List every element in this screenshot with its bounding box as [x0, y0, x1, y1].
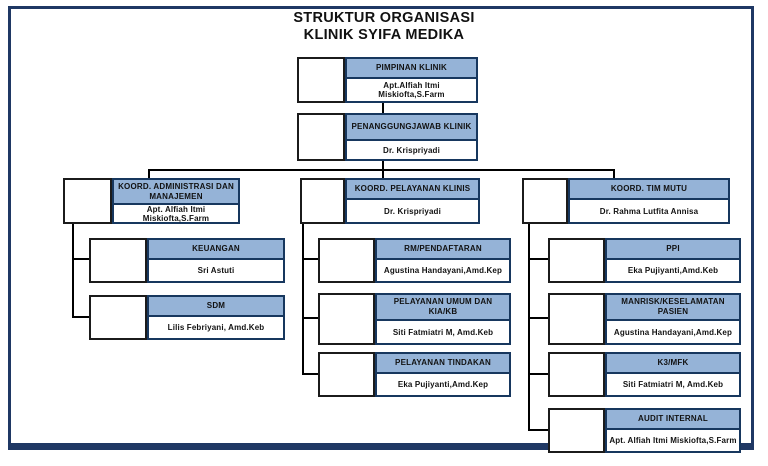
connector-line [382, 161, 384, 171]
connector-line [72, 316, 90, 318]
photo-placeholder-box [548, 238, 605, 283]
org-node-sdm: SDM Lilis Febriyani, Amd.Keb [89, 295, 285, 340]
connector-line [382, 169, 384, 179]
connector-line [528, 373, 548, 375]
connector-line [528, 258, 548, 260]
node-person-name: Agustina Handayani,Amd.Kep [383, 266, 503, 275]
photo-placeholder-box [548, 293, 605, 345]
node-title: KEUANGAN [149, 240, 283, 260]
node-person-name: Eka Pujiyanti,Amd.Kep [397, 380, 489, 389]
photo-placeholder-box [297, 113, 345, 161]
org-node-koord-klinis: KOORD. PELAYANAN KLINIS Dr. Krispriyadi [300, 178, 480, 224]
connector-line [72, 224, 74, 318]
node-person-name: Eka Pujiyanti,Amd.Keb [627, 266, 719, 275]
org-node-rm-pendaftaran: RM/PENDAFTARAN Agustina Handayani,Amd.Ke… [318, 238, 511, 283]
node-title: RM/PENDAFTARAN [377, 240, 509, 260]
chart-title: STRUKTUR ORGANISASI KLINIK SYIFA MEDIKA [0, 10, 768, 44]
org-node-ppi: PPI Eka Pujiyanti,Amd.Keb [548, 238, 741, 283]
chart-title-line2: KLINIK SYIFA MEDIKA [303, 27, 465, 44]
org-node-keuangan: KEUANGAN Sri Astuti [89, 238, 285, 283]
page-border [8, 6, 754, 450]
photo-placeholder-box [89, 295, 147, 340]
org-node-pimpinan: PIMPINAN KLINIK Apt.Alfiah Itmi Miskioft… [297, 57, 478, 103]
connector-line [528, 317, 548, 319]
org-node-penanggungjawab: PENANGGUNGJAWAB KLINIK Dr. Krispriyadi [297, 113, 478, 161]
node-person-name: Apt. Alfiah Itmi Miskiofta,S.Farm [142, 205, 210, 223]
photo-placeholder-box [548, 352, 605, 397]
node-title: PELAYANAN TINDAKAN [377, 354, 509, 374]
org-node-manrisk: MANRISK/KESELAMATAN PASIEN Agustina Hand… [548, 293, 741, 345]
photo-placeholder-box [318, 293, 375, 345]
node-title: KOORD. TIM MUTU [570, 180, 728, 200]
node-title: PENANGGUNGJAWAB KLINIK [347, 115, 476, 141]
node-person-name: Sri Astuti [197, 266, 235, 275]
node-person-name: Dr. Krispriyadi [383, 145, 440, 155]
node-title: SDM [149, 297, 283, 317]
photo-placeholder-box [548, 408, 605, 453]
org-node-k3-mfk: K3/MFK Siti Fatmiatri M, Amd.Keb [548, 352, 741, 397]
node-title: PELAYANAN UMUM DAN KIA/KB [377, 295, 509, 321]
node-person-name: Apt.Alfiah Itmi Miskiofta,S.Farm [378, 81, 445, 99]
org-node-pelayanan-tindakan: PELAYANAN TINDAKAN Eka Pujiyanti,Amd.Kep [318, 352, 511, 397]
node-person-name: Dr. Krispriyadi [384, 206, 441, 216]
connector-line [148, 169, 150, 179]
connector-line [613, 169, 615, 179]
node-person-name: Dr. Rahma Lutfita Annisa [599, 206, 699, 216]
org-node-audit-internal: AUDIT INTERNAL Apt. Alfiah Itmi Miskioft… [548, 408, 741, 453]
org-node-koord-admin: KOORD. ADMINISTRASI DAN MANAJEMEN Apt. A… [63, 178, 240, 224]
photo-placeholder-box [89, 238, 147, 283]
node-title: AUDIT INTERNAL [607, 410, 739, 430]
connector-line [302, 317, 319, 319]
connector-line [302, 224, 304, 375]
node-person-name: Agustina Handayani,Amd.Kep [613, 327, 733, 337]
photo-placeholder-box [318, 352, 375, 397]
node-title: K3/MFK [607, 354, 739, 374]
node-title: KOORD. PELAYANAN KLINIS [347, 180, 478, 200]
connector-line [72, 258, 90, 260]
photo-placeholder-box [318, 238, 375, 283]
photo-placeholder-box [297, 57, 345, 103]
org-node-koord-mutu: KOORD. TIM MUTU Dr. Rahma Lutfita Annisa [522, 178, 730, 224]
node-person-name: Lilis Febriyani, Amd.Keb [167, 323, 265, 332]
connector-line [148, 169, 615, 171]
node-person-name: Siti Fatmiatri M, Amd.Keb [392, 327, 494, 337]
connector-line [382, 103, 384, 113]
org-node-pelayanan-umum: PELAYANAN UMUM DAN KIA/KB Siti Fatmiatri… [318, 293, 511, 345]
connector-line [302, 373, 319, 375]
connector-line [302, 258, 319, 260]
photo-placeholder-box [300, 178, 345, 224]
chart-title-line1: STRUKTUR ORGANISASI [293, 10, 475, 26]
node-title: PPI [607, 240, 739, 260]
node-person-name: Siti Fatmiatri M, Amd.Keb [622, 380, 724, 389]
connector-line [528, 429, 548, 431]
node-title: MANRISK/KESELAMATAN PASIEN [607, 295, 739, 321]
photo-placeholder-box [522, 178, 568, 224]
node-title: PIMPINAN KLINIK [347, 59, 476, 79]
node-person-name: Apt. Alfiah Itmi Miskiofta,S.Farm [609, 436, 737, 445]
connector-line [528, 224, 530, 431]
node-title: KOORD. ADMINISTRASI DAN MANAJEMEN [114, 180, 238, 205]
photo-placeholder-box [63, 178, 112, 224]
